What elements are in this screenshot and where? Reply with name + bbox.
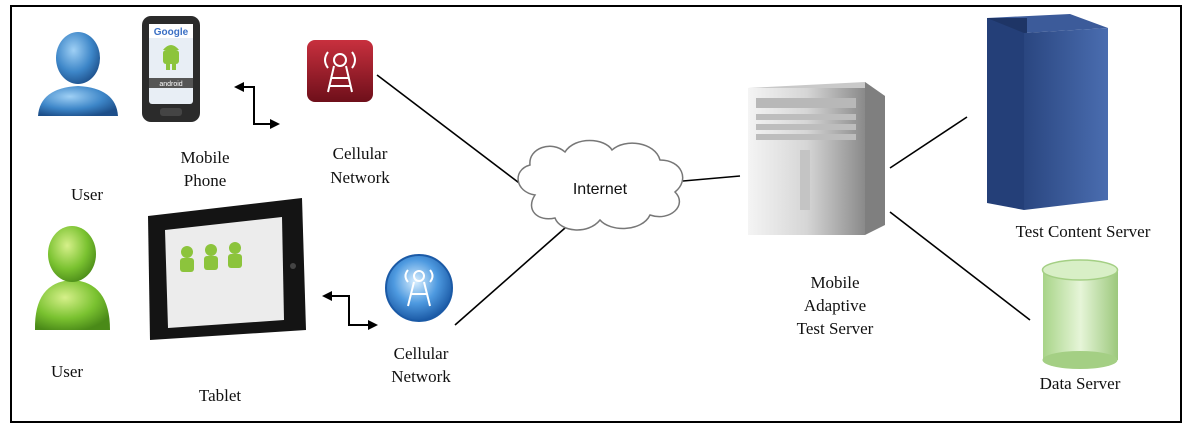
user-green-icon <box>34 226 110 330</box>
phone-link-arrow <box>234 82 280 129</box>
diagram-frame <box>10 5 1182 423</box>
data-server-label: Data Server <box>1039 374 1121 393</box>
cellular-bottom-label-line2: Network <box>391 367 451 386</box>
database-cylinder-icon <box>1041 259 1119 369</box>
server-label-line3: Test Server <box>796 319 874 338</box>
cloud-icon <box>517 139 684 231</box>
mobile-phone-label-line2: Phone <box>183 171 227 190</box>
cellular-top-label-line1: Cellular <box>332 144 388 163</box>
test-content-server-label: Test Content Server <box>1015 222 1151 241</box>
mobile-phone-label-line1: Mobile <box>180 148 230 167</box>
link-cell-top-internet <box>376 74 536 196</box>
link-cell-bottom-internet <box>454 227 566 326</box>
blue-server-icon <box>987 14 1108 210</box>
server-label-line2: Adaptive <box>803 296 867 315</box>
server-label-line1: Mobile <box>810 273 860 292</box>
cell-tower-red-icon <box>307 40 373 102</box>
user-blue-icon <box>38 32 118 116</box>
link-internet-server <box>682 175 741 182</box>
cellular-bottom-label-line1: Cellular <box>393 344 449 363</box>
link-server-content <box>889 116 968 169</box>
internet-label: Internet <box>572 181 628 198</box>
user-top-label: User <box>70 185 104 204</box>
phone-os-text: android <box>159 81 182 88</box>
phone-brand-text: Google <box>154 27 189 38</box>
user-bottom-label: User <box>50 362 84 381</box>
cell-tower-blue-icon <box>385 254 453 322</box>
tablet-link-arrow <box>322 291 378 330</box>
cellular-top-label-line2: Network <box>330 168 390 187</box>
tablet-label: Tablet <box>198 386 242 405</box>
android-tablet-icon <box>141 196 316 346</box>
android-phone-icon: Google android <box>142 16 200 122</box>
server-tower-icon <box>748 82 885 235</box>
link-server-data <box>889 211 1031 321</box>
connection-lines <box>376 74 1031 326</box>
